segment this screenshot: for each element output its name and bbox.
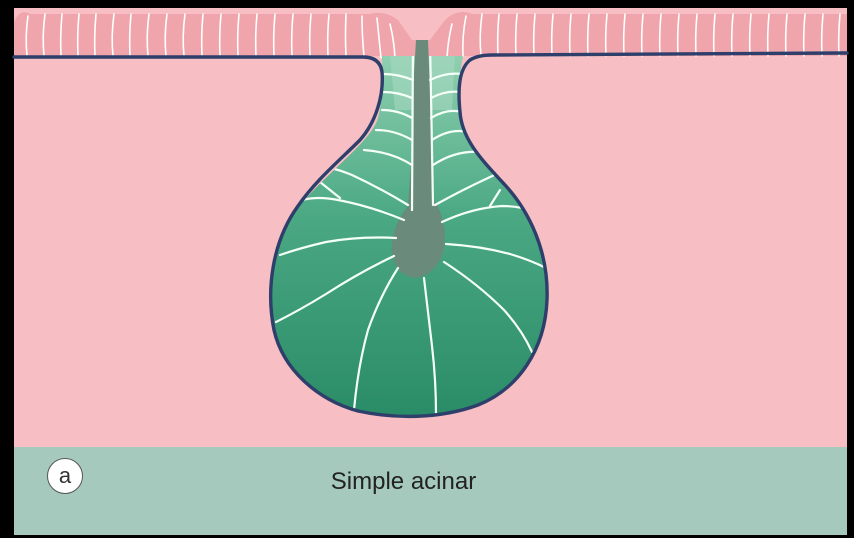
figure-caption: Simple acinar	[0, 470, 807, 494]
